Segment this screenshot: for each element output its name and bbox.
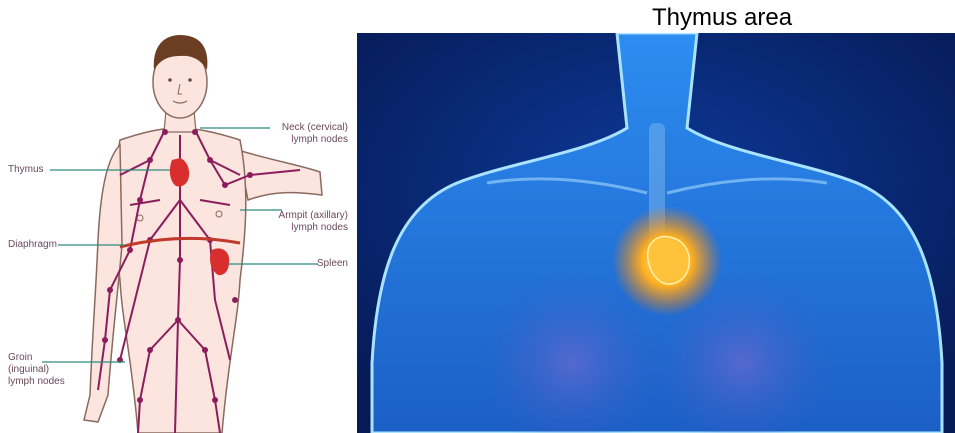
armpit-lymph-nodes-label: Armpit (axillary) lymph nodes — [250, 210, 348, 234]
thymus-area-title: Thymus area — [652, 2, 792, 34]
diaphragm-label: Diaphragm — [8, 239, 57, 251]
neck-lymph-nodes-label: Neck (cervical) lymph nodes — [250, 122, 348, 146]
body-silhouette — [84, 35, 322, 433]
spleen-label: Spleen — [290, 258, 348, 270]
anatomy-render — [357, 33, 955, 433]
thymus-area-image — [357, 33, 955, 433]
groin-lymph-nodes-label: Groin (inguinal) lymph nodes — [8, 352, 65, 388]
thymus-label: Thymus — [8, 164, 44, 176]
lymphatic-system-diagram: Neck (cervical) lymph nodes Thymus Armpi… — [0, 0, 352, 433]
